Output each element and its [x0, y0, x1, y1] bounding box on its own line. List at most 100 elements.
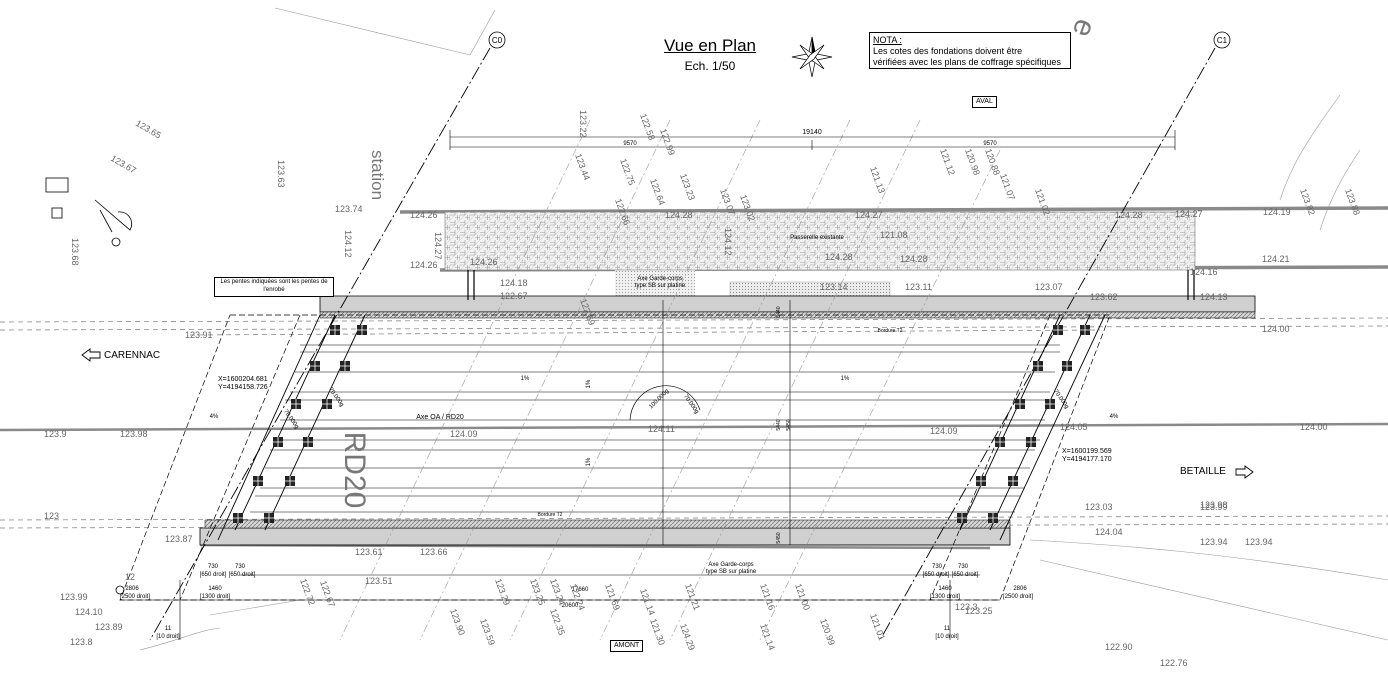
- spot-level-f: 123.74: [335, 204, 363, 214]
- spot-level-cn: 123.94: [1245, 537, 1273, 547]
- direction-carennac-label: CARENNAC: [104, 350, 161, 361]
- spot-level-aa: 124.28: [900, 254, 928, 264]
- dim-v6b: 5450: [776, 532, 782, 543]
- direction-betaille-label: BETAILLE: [1180, 466, 1226, 477]
- spot-level-u: 124.28: [665, 210, 693, 220]
- nota-line-1: Les cotes des fondations doivent être: [873, 46, 1023, 56]
- spot-level-aq: 123.98: [120, 429, 148, 439]
- bearing-left-8: [322, 399, 332, 409]
- spot-level-be: 123.51: [365, 576, 393, 586]
- dim-730b: 730: [235, 564, 246, 570]
- spot-level-ac: 120.98: [963, 147, 982, 176]
- bearing-right-6: [1080, 325, 1090, 335]
- bearing-left-11: [264, 513, 274, 523]
- coord-right: X=1600199.569 Y=4194177.170: [1062, 448, 1112, 464]
- nota-box: NOTA : Les cotes des fondations doivent …: [869, 32, 1071, 69]
- spot-level-ca: 124.10: [75, 607, 103, 617]
- slope-2: 1%: [841, 376, 850, 382]
- bearing-right-1: [1033, 361, 1043, 371]
- spot-level-cf: 123.62: [1090, 292, 1118, 302]
- dim-650d: [650 droit]: [952, 572, 979, 578]
- spot-level-aj: 124.21: [1262, 254, 1290, 264]
- spot-level-at: 124.11: [648, 424, 675, 434]
- centre-arc: [629, 385, 701, 421]
- spot-level-cp: 123: [44, 511, 59, 521]
- station-label: station: [368, 150, 387, 200]
- dim-v6a: 5450: [786, 419, 792, 430]
- bearing-left-5: [233, 513, 243, 523]
- spot-level-ae: 121.07: [998, 172, 1017, 201]
- spot-level-bs: 122.35: [548, 607, 567, 636]
- bearing-left-3: [273, 437, 283, 447]
- amont-tag: AMONT: [610, 640, 644, 652]
- spot-level-ck: 124.28: [825, 252, 853, 262]
- spot-level-m: 123.44: [573, 152, 592, 181]
- road-dash-lines: [0, 317, 1388, 529]
- spot-level-al: 123.88: [1343, 187, 1362, 216]
- spot-level-h: 124.27: [433, 232, 443, 260]
- spot-level-ci: 123.11: [905, 282, 932, 292]
- spot-level-c: 123.68: [70, 238, 80, 266]
- dim-1460a: 1460: [208, 586, 222, 592]
- coord-left: X=1600204.681 Y=4194158.726: [218, 376, 268, 392]
- view-title: Vue en Plan: [664, 36, 756, 55]
- spot-level-bp: 121.00: [793, 582, 812, 611]
- spot-level-bl: 121.69: [603, 582, 622, 611]
- spot-level-bw: 120.99: [818, 617, 837, 646]
- spot-level-ch: 123.14: [820, 282, 848, 292]
- axis-lines: [149, 47, 1216, 641]
- dim-total-top: 19140: [802, 129, 822, 136]
- dim-v5a: 5440: [776, 419, 782, 430]
- slopes-note: Les pentes indiquées sont les pentes de …: [214, 277, 334, 297]
- slope-3: 4%: [210, 414, 219, 420]
- garde-corps-top-2: type SB sur platine: [635, 283, 686, 289]
- dim-half-right: 9570: [983, 141, 997, 147]
- spot-level-bb: 123.87: [165, 534, 193, 544]
- bordure-bot: Bordure T2: [538, 512, 563, 518]
- bearing-right-9: [1026, 437, 1036, 447]
- spot-level-bj: 123.24: [548, 577, 567, 606]
- dim-1300b: [1300 droit]: [930, 594, 960, 600]
- passerelle-label: Passerelle existante: [790, 235, 844, 241]
- axis-c0-label: C0: [492, 36, 503, 45]
- bearings: [233, 325, 1090, 523]
- spot-level-cq: 12: [125, 572, 135, 582]
- arrow-left-icon: [81, 348, 101, 362]
- bridge-center-vline: [662, 300, 791, 545]
- bordure-top: Bordure T2: [878, 328, 903, 334]
- dim-total-bottom: 20600: [562, 603, 579, 609]
- spot-level-ak: 123.82: [1298, 187, 1317, 216]
- dim-730c: 730: [932, 564, 943, 570]
- spot-level-av: 124.05: [1060, 422, 1088, 432]
- direction-arrows: [81, 348, 1254, 479]
- coord-right-y: Y=4194177.170: [1062, 456, 1112, 463]
- spot-level-bv: 121.14: [758, 622, 777, 651]
- fog-lettering: e: [1066, 15, 1103, 42]
- spot-level-y: 124.27: [855, 210, 883, 220]
- spot-level-ao: 124.00: [1262, 324, 1290, 334]
- spot-level-e: 124.12: [343, 230, 353, 258]
- existing-footbridge: [444, 211, 1196, 271]
- bearing-left-7: [340, 361, 350, 371]
- spot-level-ap: 123.91: [185, 330, 213, 340]
- axis-c0-bubble: [488, 31, 506, 49]
- dim-2806b: 2806: [1013, 586, 1027, 592]
- bearing-right-11: [988, 513, 998, 523]
- spot-level-aw: 124.00: [1300, 422, 1328, 432]
- spot-level-cc: 123.8: [70, 637, 93, 647]
- dotted-zone-2: [615, 270, 695, 300]
- title-block: Vue en Plan Ech. 1/50: [640, 36, 780, 73]
- spot-level-bz: 122.76: [1160, 658, 1188, 668]
- bearing-right-3: [995, 437, 1005, 447]
- aval-tag: AVAL: [972, 96, 997, 108]
- nota-line-2: vérifiées avec les plans de coffrage spé…: [873, 57, 1061, 67]
- spot-level-ar: 123.9: [44, 429, 67, 439]
- axis-oa-label: Axe OA / RD20: [416, 414, 464, 421]
- site-furniture: [45, 177, 133, 595]
- spot-level-as: 124.09: [450, 429, 478, 439]
- spot-level-cb: 123.89: [95, 622, 123, 632]
- spot-level-ah: 124.27: [1175, 209, 1203, 219]
- slope-6: 1%: [586, 457, 592, 466]
